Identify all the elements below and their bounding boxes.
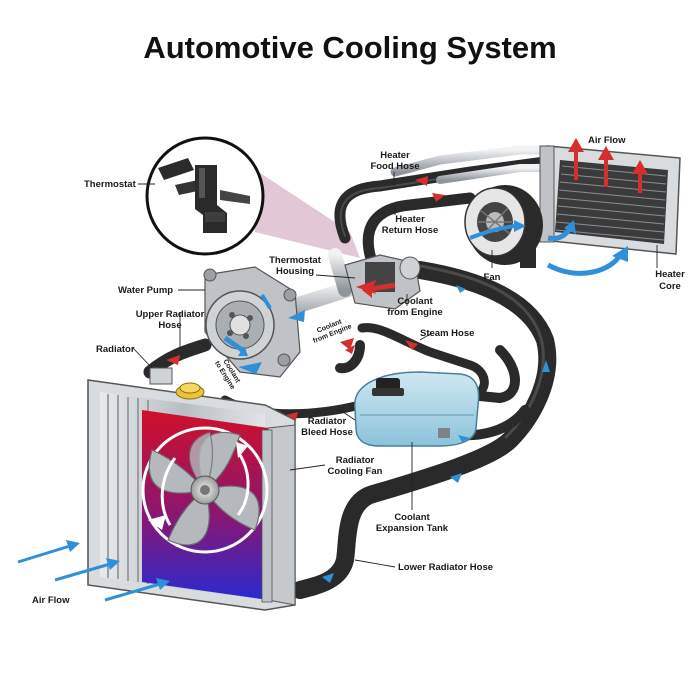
label-radiator: Radiator bbox=[96, 344, 135, 355]
page-title: Automotive Cooling System bbox=[143, 30, 556, 65]
label-coolant-from-engine-1: Coolant bbox=[397, 296, 433, 307]
label-coolant-expansion-tank-1: Coolant bbox=[394, 512, 430, 523]
label-heater-food-hose-1: Heater bbox=[380, 150, 410, 161]
label-water-pump: Water Pump bbox=[118, 285, 173, 296]
radiator-cooling-fan bbox=[141, 426, 269, 554]
label-heater-return-hose-2: Return Hose bbox=[382, 225, 438, 236]
air-flow-bottom-arrows bbox=[17, 540, 170, 602]
label-heater-core-1: Heater bbox=[655, 269, 685, 280]
label-radiator-cooling-fan-1: Radiator bbox=[336, 455, 375, 466]
label-heater-food-hose-2: Food Hose bbox=[370, 161, 419, 172]
label-upper-radiator-hose-1: Upper Radiator bbox=[136, 309, 205, 320]
coolant-expansion-tank bbox=[354, 371, 480, 447]
label-thermostat-housing-2: Housing bbox=[276, 266, 314, 277]
label-upper-radiator-hose-2: Hose bbox=[158, 320, 181, 331]
label-steam-hose: Steam Hose bbox=[420, 328, 474, 339]
label-air-flow-top: Air Flow bbox=[588, 135, 626, 146]
label-radiator-bleed-hose-1: Radiator bbox=[308, 416, 347, 427]
label-coolant-from-engine-2: from Engine bbox=[387, 307, 442, 318]
leader-lines bbox=[132, 172, 658, 568]
label-thermostat-housing-1: Thermostat bbox=[269, 255, 322, 266]
labels: Thermostat Heater Food Hose Air Flow Hea… bbox=[32, 135, 685, 606]
flow-arrows bbox=[17, 138, 648, 602]
heater-fan bbox=[464, 185, 543, 268]
label-lower-radiator-hose: Lower Radiator Hose bbox=[398, 562, 493, 573]
label-radiator-cooling-fan-2: Cooling Fan bbox=[328, 466, 383, 477]
label-coolant-expansion-tank-2: Expansion Tank bbox=[376, 523, 449, 534]
air-flow-top-arrows bbox=[568, 138, 648, 193]
label-radiator-bleed-hose-2: Bleed Hose bbox=[301, 427, 353, 438]
label-air-flow-bottom: Air Flow bbox=[32, 595, 70, 606]
label-heater-core-2: Core bbox=[659, 281, 681, 292]
thermostat-inset bbox=[145, 136, 265, 256]
thermostat-housing bbox=[344, 254, 421, 310]
label-fan: Fan bbox=[484, 272, 501, 283]
label-thermostat: Thermostat bbox=[84, 179, 137, 190]
water-pump bbox=[203, 266, 301, 378]
label-heater-return-hose-1: Heater bbox=[395, 214, 425, 225]
zoom-cone bbox=[248, 165, 360, 258]
